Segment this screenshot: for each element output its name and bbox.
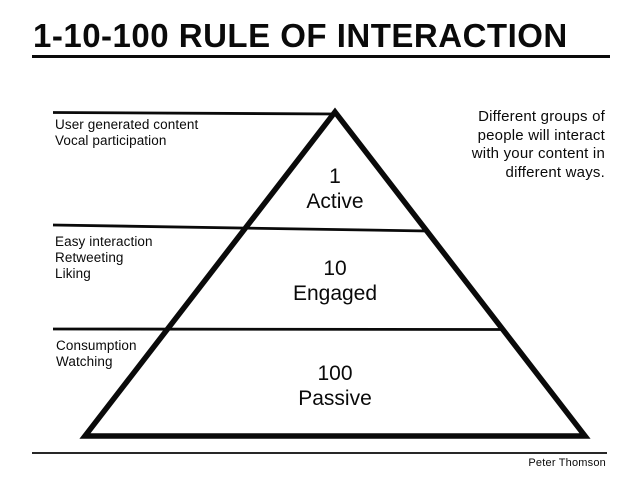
pyramid-outline [79, 107, 591, 439]
tier-name: Engaged [292, 282, 378, 305]
tier-value: 1 [329, 165, 341, 188]
tier-divider-bottom [52, 327, 503, 331]
title-underline [32, 55, 610, 58]
tier-divider-top [52, 111, 338, 116]
tier-value: 100 [317, 362, 353, 385]
page-title: 1-10-100 RULE OF INTERACTION [33, 17, 568, 54]
tier-description-passive: Consumption Watching [56, 338, 137, 369]
credit-text: Peter Thomson [528, 457, 606, 469]
tier-description-engaged: Easy interaction Retweeting Liking [55, 234, 153, 281]
tier-divider-middle [52, 223, 428, 233]
tier-label-passive: 100 Passive [235, 361, 435, 411]
tier-label-active: 1 Active [235, 164, 435, 214]
annotation-text: Different groups of people will interact… [471, 108, 605, 181]
tier-name: Active [306, 190, 364, 213]
tier-label-engaged: 10 Engaged [235, 256, 435, 306]
tier-name: Passive [298, 387, 372, 410]
tier-value: 10 [323, 257, 347, 280]
tier-description-active: User generated content Vocal participati… [55, 117, 199, 148]
